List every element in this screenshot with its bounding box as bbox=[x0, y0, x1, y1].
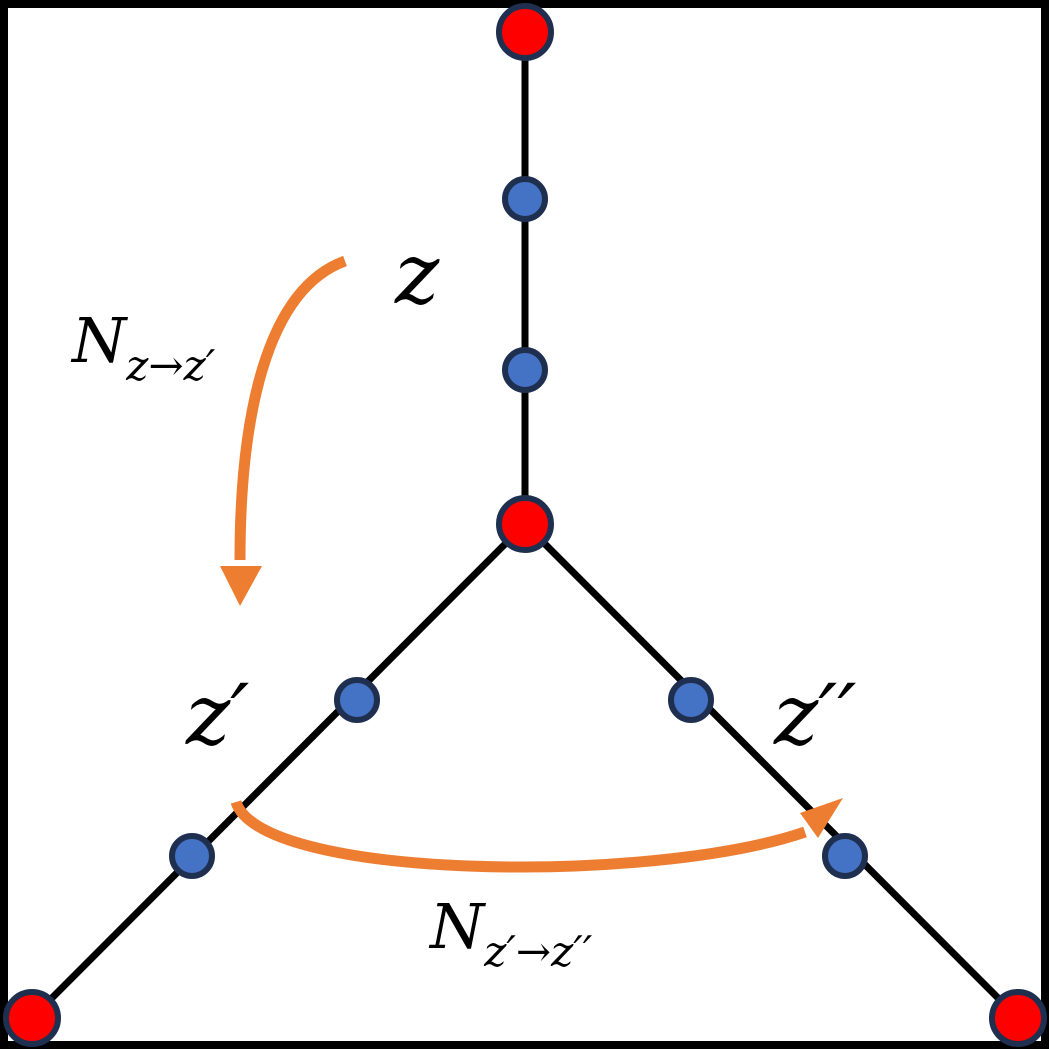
label-n-bottom-base: N bbox=[428, 890, 487, 963]
label-z: z bbox=[394, 225, 440, 323]
label-z-prime: z′ bbox=[185, 666, 249, 764]
arrow-z-to-z-prime bbox=[234, 255, 347, 561]
interior-node-vertical-2 bbox=[502, 347, 548, 393]
interior-node-left-1 bbox=[334, 677, 380, 723]
edge-center-bottom-right bbox=[521, 520, 1022, 1022]
edge-center-bottom-left bbox=[28, 520, 529, 1022]
interior-node-right-1 bbox=[668, 677, 714, 723]
label-n-z-to-z-prime: Nz→z′ bbox=[70, 304, 216, 390]
arrow-z-prime-to-z-double-prime bbox=[230, 799, 807, 873]
label-n-z-prime-to-z-double-prime: Nz′→z′′ bbox=[428, 890, 593, 976]
junction-node-bottom-right bbox=[989, 989, 1047, 1047]
junction-node-center bbox=[496, 495, 554, 553]
label-z-double-prime: z′′ bbox=[773, 666, 856, 764]
label-n-top-base: N bbox=[70, 304, 129, 377]
interior-node-vertical-1 bbox=[502, 176, 548, 222]
label-n-top-subscript: z→z′ bbox=[125, 341, 215, 390]
arrow-z-prime-to-z-double-prime-head bbox=[800, 798, 843, 838]
label-n-bottom-subscript: z′→z′′ bbox=[483, 927, 593, 976]
arrow-z-to-z-prime-head bbox=[220, 566, 262, 606]
interior-node-left-2 bbox=[169, 833, 215, 879]
junction-node-top bbox=[496, 3, 554, 61]
junction-node-bottom-left bbox=[3, 989, 61, 1047]
interior-node-right-2 bbox=[822, 833, 868, 879]
